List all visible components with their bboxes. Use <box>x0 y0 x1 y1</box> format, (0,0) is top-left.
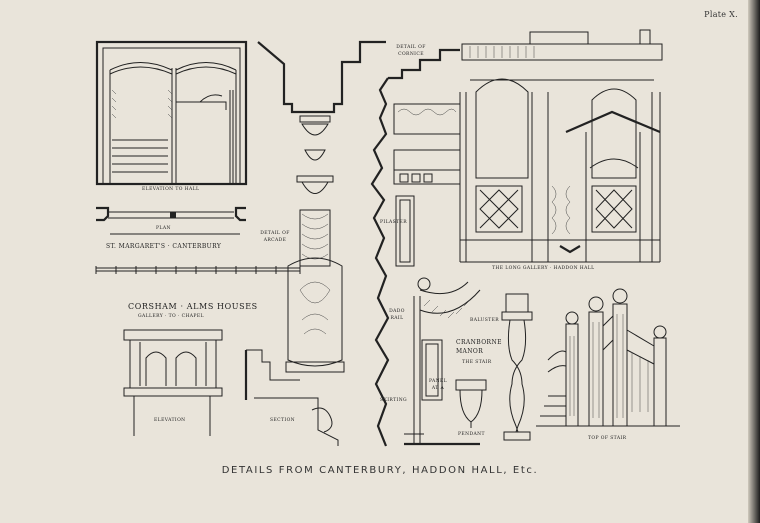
label-dado-rail: DADO RAIL <box>389 309 405 321</box>
label-corsham-title: CORSHAM · ALMS HOUSES <box>128 302 258 311</box>
scale-bar <box>95 266 301 274</box>
label-plan: PLAN <box>156 226 171 231</box>
cranborne-stair-drawing <box>536 288 680 427</box>
label-baluster: BALUSTER <box>470 318 500 323</box>
label-detail-of-arcade: DETAIL OF ARCADE <box>260 231 290 243</box>
label-elevation: ELEVATION <box>154 418 186 423</box>
label-elevation-to-hall: ELEVATION TO HALL <box>142 187 200 192</box>
pendant-drawing <box>455 379 487 428</box>
label-the-stair: THE STAIR <box>462 360 492 365</box>
label-panel-at-a: PANEL AT A <box>428 379 448 391</box>
label-corsham-sub: GALLERY · TO · CHAPEL <box>138 314 204 319</box>
plate-caption: DETAILS FROM CANTERBURY, HADDON HALL, Et… <box>221 465 539 476</box>
arcade-detail-drawing <box>244 40 386 446</box>
label-cranborne: CRANBORNE MANOR <box>456 339 502 355</box>
label-pilaster: PILASTER <box>380 220 408 225</box>
plate-edge-shadow <box>748 0 760 523</box>
label-pendant: PENDANT <box>458 432 485 437</box>
label-top-of-stair: TOP OF STAIR <box>588 436 627 441</box>
label-long-gallery: THE LONG GALLERY · HADDON HALL <box>492 266 595 271</box>
corsham-elevation-drawing <box>123 329 223 436</box>
plate-number: Plate X. <box>704 10 738 19</box>
st-margarets-elevation-drawing <box>95 40 248 186</box>
st-margarets-plan-drawing <box>96 206 246 235</box>
dado-panel-drawing <box>404 277 481 446</box>
label-section: SECTION <box>270 418 296 423</box>
baluster-drawing <box>501 293 533 441</box>
label-st-margarets: ST. MARGARET'S · CANTERBURY <box>106 243 222 250</box>
long-gallery-drawing <box>459 29 663 263</box>
label-detail-of-cornice: DETAIL OF CORNICE <box>396 45 426 57</box>
label-skirting: SKIRTING <box>380 398 408 403</box>
